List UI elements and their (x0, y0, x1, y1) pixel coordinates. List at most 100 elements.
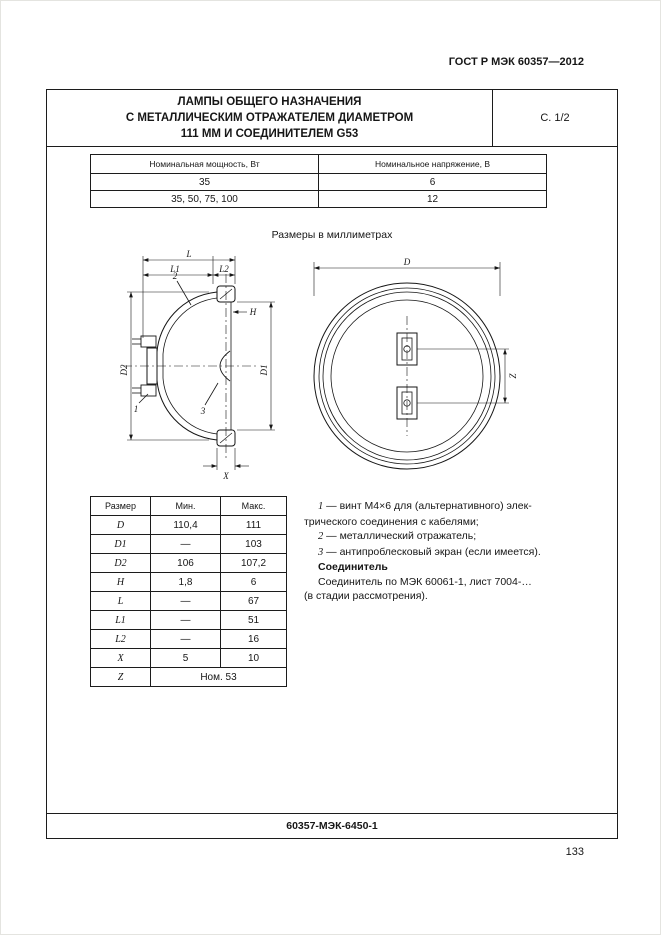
connector-heading: Соединитель (318, 561, 388, 573)
legend-number: 1 (318, 501, 324, 512)
legend-text: — антипроблесковый экран (если имеется). (323, 545, 541, 558)
table-row: L — 67 (90, 591, 287, 611)
header-cell-max: Макс. (220, 496, 287, 516)
legend-notes: 1 — винт М4×6 для (альтернативного) элек… (304, 499, 616, 604)
dimension-table-header: Размер Мин. Макс. (90, 496, 287, 516)
voltage-cell: 12 (318, 190, 547, 208)
legend-text: — металлический отражатель; (323, 530, 477, 542)
dim-label-L2: L2 (218, 264, 229, 274)
side-view-drawing: L L1 L2 D2 D1 H X 2 3 1 (119, 249, 275, 481)
dim-label-X: X (222, 471, 229, 481)
rim-section-bottom (216, 429, 236, 447)
dim-name-cell: D2 (90, 553, 151, 573)
dim-label-D2: D2 (119, 364, 129, 376)
legend-text: — винт М4×6 для (альтернативного) элек- (323, 500, 532, 512)
ratings-col2-header: Номинальное напряжение, В (318, 154, 547, 174)
dim-min-cell: — (150, 591, 221, 611)
dim-name-cell: L1 (90, 610, 151, 630)
content-frame: ЛАМПЫ ОБЩЕГО НАЗНАЧЕНИЯ С МЕТАЛЛИЧЕСКИМ … (46, 89, 618, 839)
dim-min-cell: 5 (150, 648, 221, 668)
table-row: X 5 10 (90, 648, 287, 668)
dim-name-cell: H (90, 572, 151, 592)
terminal-bracket-top (140, 335, 157, 348)
callout-2-leader (176, 280, 192, 306)
standard-reference: ГОСТ Р МЭК 60357—2012 (448, 56, 584, 68)
callout-3-label: 3 (200, 406, 206, 416)
callout-3-leader (204, 382, 219, 406)
table-row: L1 — 51 (90, 610, 287, 630)
dim-label-Z: Z (508, 373, 518, 379)
rim-outer-circle (313, 282, 501, 470)
dim-nominal-cell: Ном. 53 (150, 667, 287, 687)
dim-max-cell: 107,2 (220, 553, 287, 573)
callout-1-leader (138, 393, 149, 404)
front-view-drawing: D Z (313, 257, 518, 470)
table-row: 35 6 (90, 173, 547, 191)
reflector-inner-outline (162, 297, 218, 435)
antiflash-shield (219, 350, 231, 382)
table-row: D2 106 107,2 (90, 553, 287, 573)
dim-max-cell: 6 (220, 572, 287, 592)
power-cell: 35, 50, 75, 100 (90, 190, 319, 208)
voltage-cell: 6 (318, 173, 547, 191)
dim-max-cell: 111 (220, 515, 287, 535)
dim-max-cell: 16 (220, 629, 287, 649)
table-row: 35, 50, 75, 100 12 (90, 190, 547, 208)
connector-note-line-1: Соединитель по МЭК 60061-1, лист 7004-… (318, 575, 532, 588)
callout-2-label: 2 (173, 271, 178, 281)
title-line-1: ЛАМПЫ ОБЩЕГО НАЗНАЧЕНИЯ (177, 96, 362, 108)
dim-min-cell: — (150, 610, 221, 630)
header-cell-size: Размер (90, 496, 151, 516)
dim-name-cell: D (90, 515, 151, 535)
legend-item-1: 1 — винт М4×6 для (альтернативного) элек… (304, 499, 616, 515)
dim-min-cell: 106 (150, 553, 221, 573)
cap-body (146, 347, 158, 385)
dim-min-cell: 110,4 (150, 515, 221, 535)
legend-item-3: 3 — антипроблесковый экран (если имеется… (304, 545, 616, 561)
legend-item-2: 2 — металлический отражатель; (304, 529, 616, 545)
document-code: 60357-МЭК-6450-1 (47, 813, 617, 838)
dim-label-L: L (185, 249, 191, 259)
dim-label-D1: D1 (259, 365, 269, 377)
dim-max-cell: 67 (220, 591, 287, 611)
dim-name-cell: L2 (90, 629, 151, 649)
table-row: D1 — 103 (90, 534, 287, 554)
dim-min-cell: — (150, 629, 221, 649)
ratings-header-row: Номинальная мощность, Вт Номинальное нап… (90, 154, 547, 174)
dim-name-cell: Z (90, 667, 151, 687)
units-note: Размеры в миллиметрах (271, 229, 393, 241)
dim-name-cell: D1 (90, 534, 151, 554)
rim-section-top (216, 285, 236, 303)
table-row: Z Ном. 53 (90, 667, 287, 687)
table-row: H 1,8 6 (90, 572, 287, 592)
table-row: D 110,4 111 (90, 515, 287, 535)
power-cell: 35 (90, 173, 319, 191)
dim-min-cell: 1,8 (150, 572, 221, 592)
table-row: L2 — 16 (90, 629, 287, 649)
header-cell-min: Мин. (150, 496, 221, 516)
sheet-indicator: С. 1/2 (540, 112, 570, 124)
dim-max-cell: 103 (220, 534, 287, 554)
dim-min-cell: — (150, 534, 221, 554)
legend-number: 2 (318, 531, 324, 542)
page-number: 133 (565, 846, 584, 858)
legend-item-1-cont: трического соединения с кабелями; (304, 515, 479, 528)
terminal-bracket-bottom (140, 384, 157, 397)
title-line-2: С МЕТАЛЛИЧЕСКИМ ОТРАЖАТЕЛЕМ ДИАМЕТРОМ (125, 112, 414, 124)
dim-label-L1: L1 (169, 264, 180, 274)
dim-name-cell: L (90, 591, 151, 611)
dimension-table: Размер Мин. Макс. D 110,4 111 D1 — 103 D… (90, 496, 287, 687)
connector-note-line-2: (в стадии рассмотрения). (304, 590, 428, 602)
ratings-col1-header: Номинальная мощность, Вт (90, 154, 319, 174)
dim-label-D: D (403, 257, 411, 267)
title-line-3: 111 ММ И СОЕДИНИТЕЛЕМ G53 (180, 128, 359, 140)
legend-number: 3 (318, 546, 324, 558)
dim-label-H: H (249, 307, 257, 317)
lens-circle (330, 299, 484, 453)
page-title: ЛАМПЫ ОБЩЕГО НАЗНАЧЕНИЯ С МЕТАЛЛИЧЕСКИМ … (47, 90, 493, 146)
dim-max-cell: 51 (220, 610, 287, 630)
dim-max-cell: 10 (220, 648, 287, 668)
ratings-table: Номинальная мощность, Вт Номинальное нап… (90, 154, 547, 208)
title-block: ЛАМПЫ ОБЩЕГО НАЗНАЧЕНИЯ С МЕТАЛЛИЧЕСКИМ … (47, 90, 617, 147)
